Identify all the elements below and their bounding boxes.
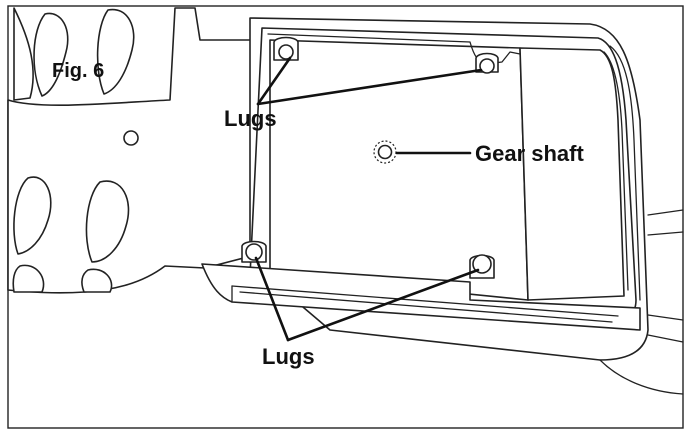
blade-tooth <box>96 8 135 95</box>
gear-shaft-label: Gear shaft <box>475 141 584 166</box>
blade-hole <box>123 130 139 146</box>
blade-tooth <box>13 7 34 101</box>
figure-label: Fig. 6 <box>52 60 104 82</box>
leader-line <box>256 56 292 106</box>
blade-tooth <box>33 12 69 97</box>
lugs-top-label: Lugs <box>224 106 277 131</box>
blade <box>7 7 256 294</box>
blade-tooth <box>81 268 113 293</box>
blade-tooth <box>12 264 45 293</box>
lugs-bottom-label: Lugs <box>262 344 315 369</box>
blade-tooth <box>85 180 130 263</box>
lug <box>273 36 299 61</box>
gear-shaft <box>373 140 397 164</box>
lug <box>241 240 267 263</box>
lug <box>475 52 499 74</box>
lug <box>469 254 495 279</box>
bottom-rail <box>201 263 641 331</box>
gear-housing <box>249 17 684 395</box>
leader-line <box>286 268 480 342</box>
leader-line <box>256 68 483 106</box>
blade-tooth <box>13 176 52 255</box>
leader-line <box>254 256 290 342</box>
